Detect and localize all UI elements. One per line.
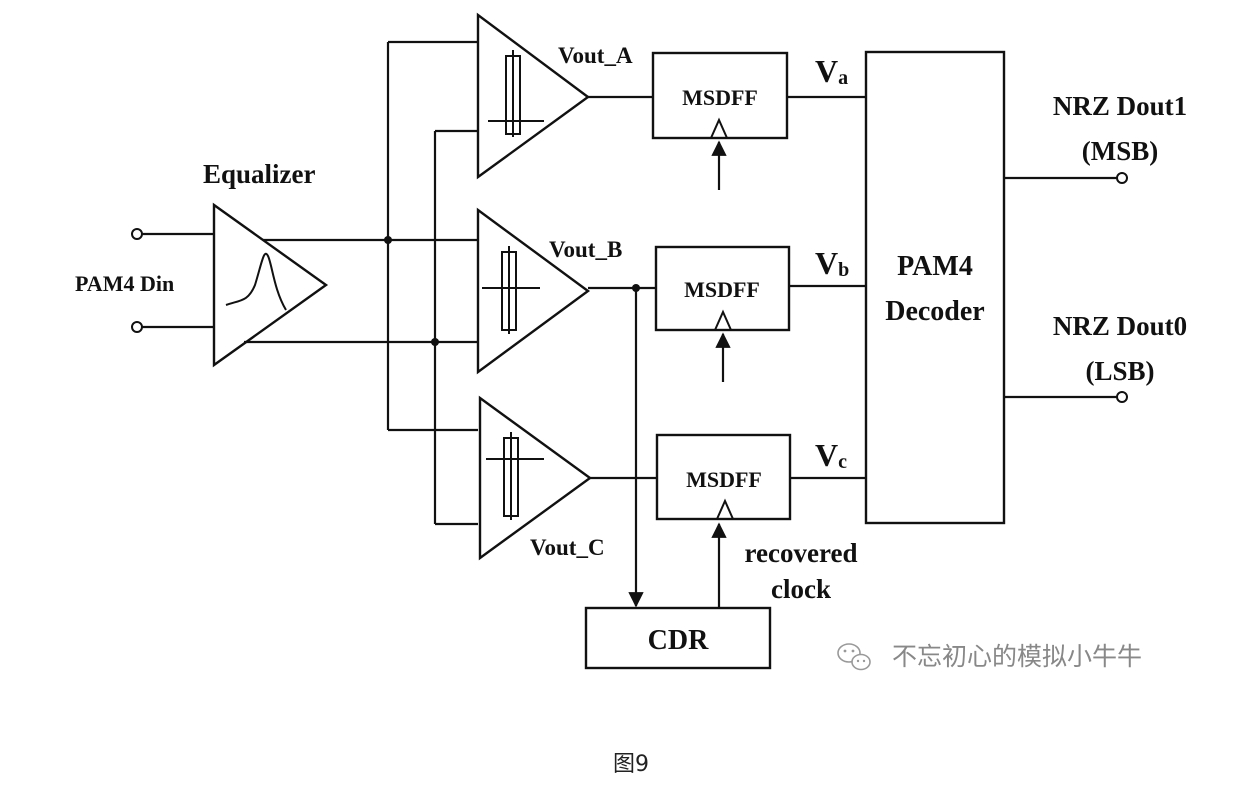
watermark-text: 不忘初心的模拟小牛牛 xyxy=(892,642,1142,671)
output-lsb-line1: NRZ Dout0 xyxy=(1053,311,1187,341)
flipflop-a xyxy=(651,51,789,190)
flipflop-output-wires xyxy=(787,95,866,480)
equalizer-output-wires xyxy=(244,40,478,526)
flipflop-a-label: MSDFF xyxy=(682,85,758,110)
flipflop-c-label: MSDFF xyxy=(686,467,762,492)
comparator-a xyxy=(476,12,591,180)
output-lsb-line2: (LSB) xyxy=(1085,356,1154,386)
recovered-clock-line2: clock xyxy=(771,574,831,604)
comparator-b xyxy=(476,207,591,375)
pam4-decoder xyxy=(864,50,1006,525)
output-va-label: Va xyxy=(815,53,848,89)
recovered-clock-line1: recovered xyxy=(745,538,858,568)
figure-caption: 图9 xyxy=(613,752,649,777)
flipflop-b-label: MSDFF xyxy=(684,277,760,302)
equalizer-label: Equalizer xyxy=(203,159,316,189)
decoder-line1: PAM4 xyxy=(897,251,973,282)
wechat-icon xyxy=(837,643,871,671)
comparator-c-label: Vout_C xyxy=(530,535,605,560)
output-vc-label: Vc xyxy=(815,437,847,473)
cdr-block xyxy=(584,522,772,670)
input-label: PAM4 Din xyxy=(75,271,174,296)
input-terminals xyxy=(131,228,214,333)
comparator-c xyxy=(478,395,593,561)
decoder-line2: Decoder xyxy=(885,296,985,327)
equalizer xyxy=(212,202,329,368)
comparator-a-label: Vout_A xyxy=(558,43,633,68)
output-msb-line2: (MSB) xyxy=(1082,136,1159,166)
comparator-b-label: Vout_B xyxy=(549,237,622,262)
flipflop-c xyxy=(655,433,792,521)
output-msb-line1: NRZ Dout1 xyxy=(1053,91,1187,121)
flipflop-b xyxy=(654,245,791,382)
decoder-output-wires xyxy=(1004,172,1128,403)
output-vb-label: Vb xyxy=(815,245,849,281)
comparator-output-wires xyxy=(588,95,657,608)
cdr-label: CDR xyxy=(648,625,709,656)
